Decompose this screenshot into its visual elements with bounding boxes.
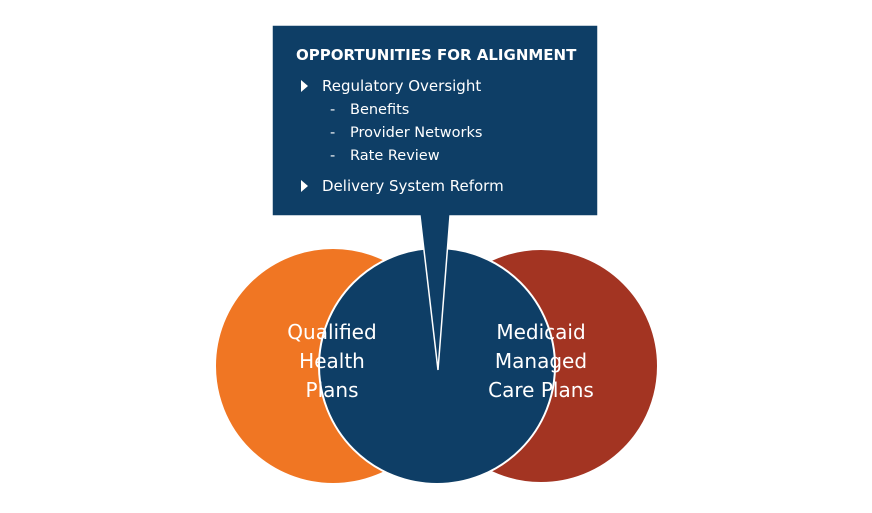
callout-sub-item-rate-review: Rate Review xyxy=(350,148,440,164)
right-circle-label-line-3: Care Plans xyxy=(488,378,594,402)
triangle-right-icon xyxy=(301,80,308,92)
right-circle-label-line-1: Medicaid xyxy=(496,320,585,344)
callout-box xyxy=(271,24,599,371)
callout-title: OPPORTUNITIES FOR ALIGNMENT xyxy=(296,46,577,64)
left-circle-label-line-2: Health xyxy=(299,349,365,373)
left-circle-label-line-1: Qualified xyxy=(287,320,376,344)
callout-sub-dash: - xyxy=(330,125,335,141)
callout-sub-item-benefits: Benefits xyxy=(350,102,409,118)
triangle-right-icon xyxy=(301,180,308,192)
callout-sub-dash: - xyxy=(330,148,335,164)
callout-sub-item-provider-networks: Provider Networks xyxy=(350,125,482,141)
callout-item-delivery-system-reform: Delivery System Reform xyxy=(322,177,504,195)
left-circle-label-line-3: Plans xyxy=(306,378,359,402)
callout-item-regulatory-oversight: Regulatory Oversight xyxy=(322,77,481,95)
right-circle-label-line-2: Managed xyxy=(495,349,587,373)
callout-sub-dash: - xyxy=(330,102,335,118)
